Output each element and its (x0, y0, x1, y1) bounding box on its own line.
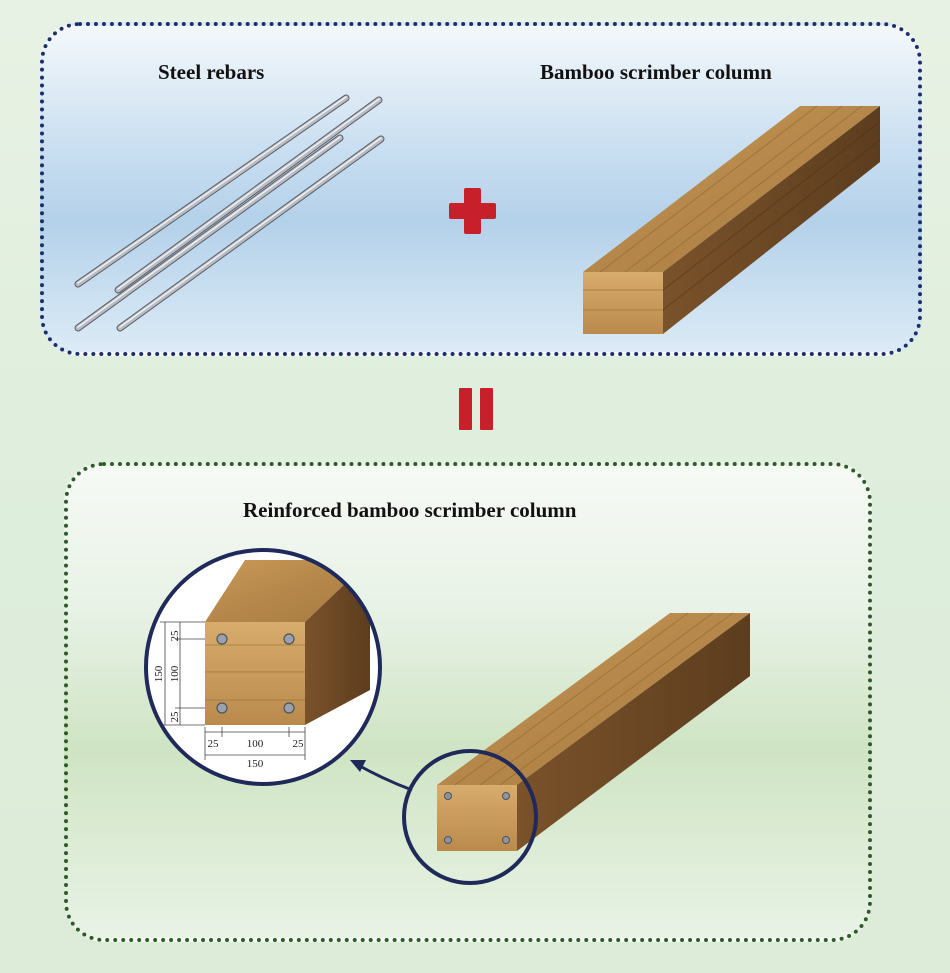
dim-vertical-bottom: 25 (169, 711, 181, 723)
reinforced-column-illustration (437, 612, 750, 851)
steel-rebars-illustration (74, 94, 385, 332)
dim-vertical-top: 25 (169, 630, 181, 642)
bamboo-column-illustration (583, 105, 881, 334)
bamboo-column-label: Bamboo scrimber column (540, 60, 772, 84)
dim-vertical-middle: 100 (169, 665, 181, 682)
zoom-arrow (350, 760, 413, 792)
dim-horizontal-left: 25 (208, 738, 220, 750)
dim-horizontal-middle: 100 (247, 738, 264, 750)
reinforced-column-label: Reinforced bamboo scrimber column (243, 498, 577, 522)
dim-horizontal-right: 25 (293, 738, 305, 750)
highlight-circle (402, 749, 538, 885)
plus-sign (449, 188, 496, 234)
equals-sign (459, 388, 493, 430)
steel-rebars-label: Steel rebars (158, 60, 265, 84)
dim-horizontal-total: 150 (247, 758, 264, 770)
cross-section-zoom: 25 100 25 150 25 100 25 150 (144, 548, 382, 786)
rebar-dots (216, 633, 295, 714)
dim-vertical-total: 150 (153, 665, 165, 682)
